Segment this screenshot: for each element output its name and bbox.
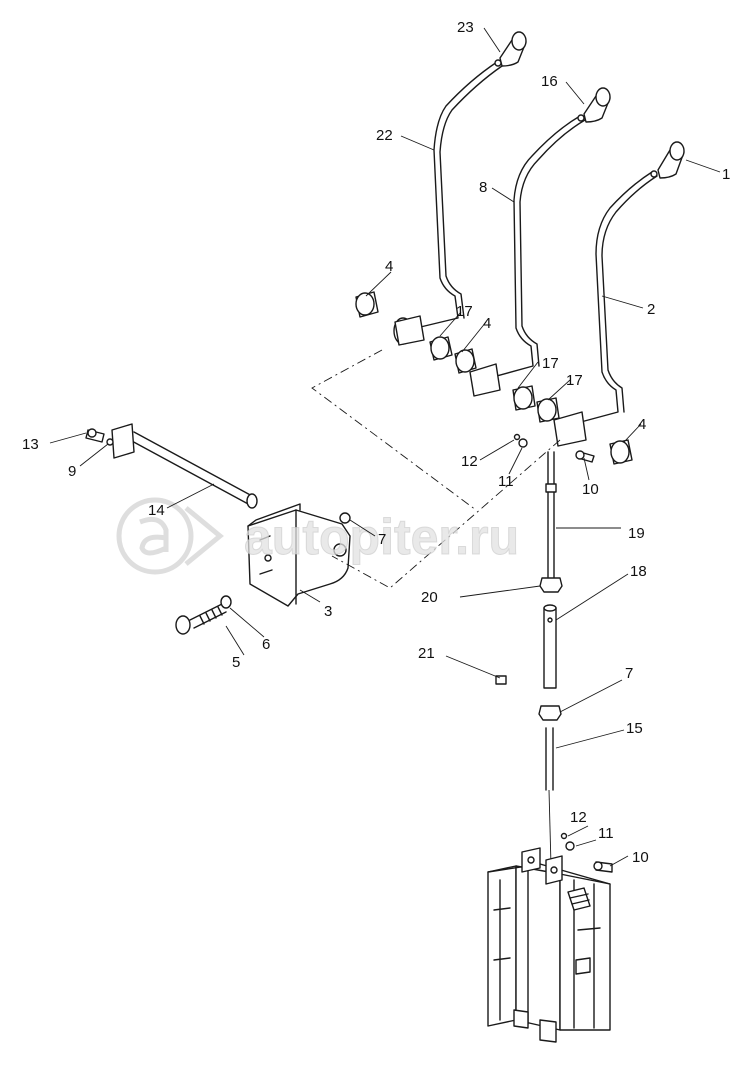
shaft-14 <box>111 423 258 509</box>
callout-15: 15 <box>626 720 643 737</box>
valve-block <box>487 847 611 1043</box>
nut-11-upper <box>518 438 528 448</box>
assembly-line-2 <box>331 439 561 589</box>
callout-4: 4 <box>483 315 491 332</box>
callout-17: 17 <box>542 355 559 372</box>
callout-17: 17 <box>456 303 473 320</box>
bolt-10-upper <box>575 450 595 463</box>
callout-16: 16 <box>541 73 558 90</box>
callout-12: 12 <box>570 809 587 826</box>
callout-11: 11 <box>498 473 514 490</box>
bolt-10-lower <box>593 861 613 873</box>
callout-6: 6 <box>262 636 270 653</box>
nut-11-lower <box>565 841 575 851</box>
handle-knob-16 <box>577 87 611 123</box>
bushing-17c <box>536 397 560 423</box>
rod-15 <box>545 727 554 867</box>
bolt-13 <box>85 428 105 443</box>
callout-9: 9 <box>68 463 76 480</box>
nut-20 <box>539 577 563 593</box>
callout-17: 17 <box>566 372 583 389</box>
callout-4: 4 <box>638 416 646 433</box>
bolt-5 <box>175 603 227 635</box>
callout-20: 20 <box>421 589 438 606</box>
callout-10: 10 <box>582 481 599 498</box>
callout-14: 14 <box>148 502 165 519</box>
handle-knob-1 <box>650 141 685 179</box>
callout-5: 5 <box>232 654 240 671</box>
callout-7: 7 <box>625 665 633 682</box>
leader-lines <box>49 27 721 867</box>
handle-knob-23 <box>494 31 527 67</box>
callout-8: 8 <box>479 179 487 196</box>
assembly-line-1 <box>311 349 477 511</box>
callout-11: 11 <box>598 825 614 842</box>
lever-8 <box>469 115 586 397</box>
sleeve-18 <box>543 604 557 689</box>
callout-2: 2 <box>647 301 655 318</box>
washer-9 <box>106 438 114 446</box>
washer-12-lower <box>560 832 568 840</box>
callout-3: 3 <box>324 603 332 620</box>
callout-13: 13 <box>22 436 39 453</box>
callout-22: 22 <box>376 127 393 144</box>
callout-4: 4 <box>385 258 393 275</box>
bushing-17a <box>429 336 453 361</box>
nut-7-bracket <box>339 512 351 524</box>
callout-7: 7 <box>378 531 386 548</box>
bushing-4b <box>454 348 477 374</box>
callouts: 1 2 3 4 4 4 5 6 7 7 8 9 10 10 11 11 12 1… <box>22 19 730 866</box>
callout-10: 10 <box>632 849 649 866</box>
washer-6 <box>220 595 232 609</box>
watermark-text: autopiter.ru <box>244 509 519 565</box>
bushing-4c <box>609 439 633 465</box>
bracket-3 <box>247 503 351 607</box>
watermark-logo <box>116 497 224 575</box>
callout-19: 19 <box>628 525 645 542</box>
rod-19 <box>545 451 557 581</box>
callout-18: 18 <box>630 563 647 580</box>
lever-2 <box>553 171 658 447</box>
washer-12-upper <box>513 433 521 441</box>
callout-1: 1 <box>722 166 730 183</box>
bushing-4a <box>355 291 379 318</box>
callout-23: 23 <box>457 19 474 36</box>
bushing-17b <box>512 385 536 411</box>
callout-21: 21 <box>418 645 435 662</box>
screw-21 <box>495 675 507 685</box>
nut-7-rod <box>538 705 562 721</box>
lever-22 <box>393 61 503 346</box>
callout-12: 12 <box>461 453 478 470</box>
